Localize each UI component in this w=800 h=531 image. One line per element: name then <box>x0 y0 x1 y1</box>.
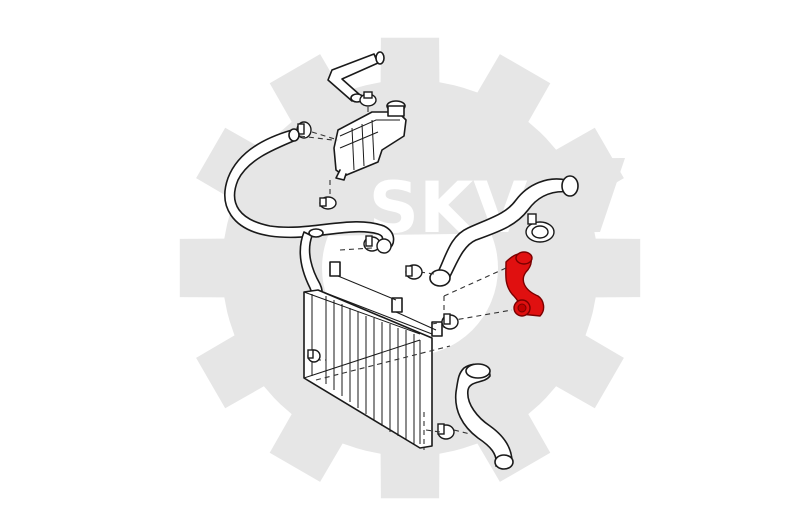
radiator <box>303 261 443 449</box>
clamp-bottom <box>437 423 455 440</box>
watermark-text: SKV <box>369 167 528 249</box>
large-clamp-ring <box>525 213 555 243</box>
clamp-tank-left <box>296 121 312 139</box>
overflow-hose <box>327 51 385 103</box>
clamp-mid-right <box>376 238 392 254</box>
watermark-band <box>312 158 625 236</box>
radiator-bottom-hose <box>454 363 514 470</box>
clamp-radiator-right <box>441 313 459 330</box>
clamp-tank-bottom <box>319 196 337 210</box>
engine-outlet-hose <box>429 175 579 287</box>
expansion-tank <box>333 100 407 181</box>
small-clamp-top <box>359 91 377 107</box>
clamp-radiator-left <box>307 349 321 363</box>
clamp-upper-right <box>405 264 423 280</box>
radiator-lower-hose-red <box>505 251 545 317</box>
